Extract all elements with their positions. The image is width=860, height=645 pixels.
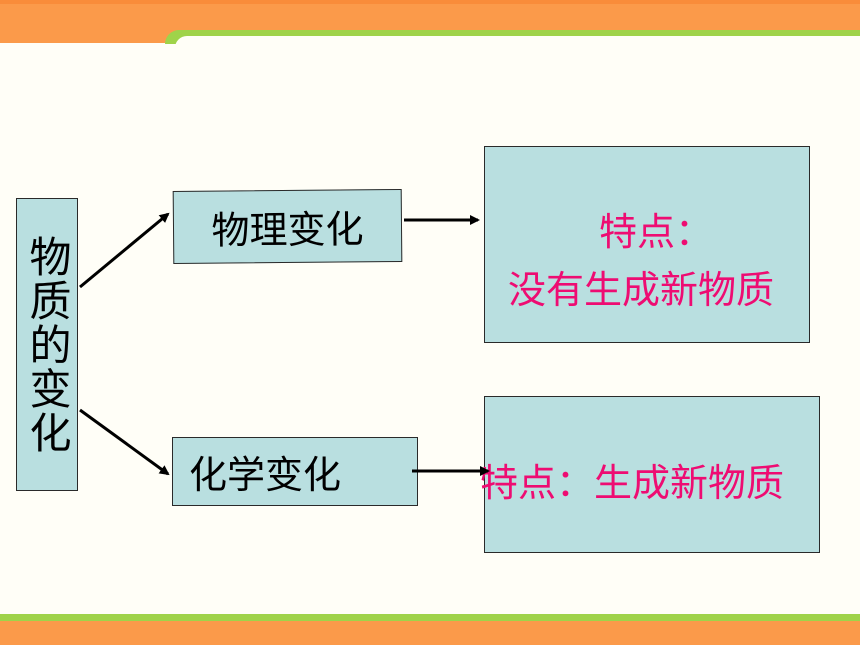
chemical-change-label: 化学变化 — [189, 453, 342, 497]
matter-change-label: 物质的变化 — [23, 234, 72, 455]
chemical-feature-box — [484, 396, 820, 553]
matter-change-box: 物质的变化 — [16, 198, 78, 491]
footer-green-band — [0, 614, 860, 622]
physical-feature-label: 特点： — [599, 210, 714, 254]
header-stripe — [0, 0, 860, 4]
physical-feature-box — [484, 146, 810, 343]
footer-bar — [0, 621, 860, 645]
physical-feature-text: 没有生成新物质 — [508, 268, 775, 312]
arrow-to-chemical — [79, 408, 170, 476]
content-panel-edge — [175, 36, 860, 48]
arrow-to-physical — [79, 212, 170, 289]
chemical-feature-text: 特点：生成新物质 — [480, 461, 785, 505]
